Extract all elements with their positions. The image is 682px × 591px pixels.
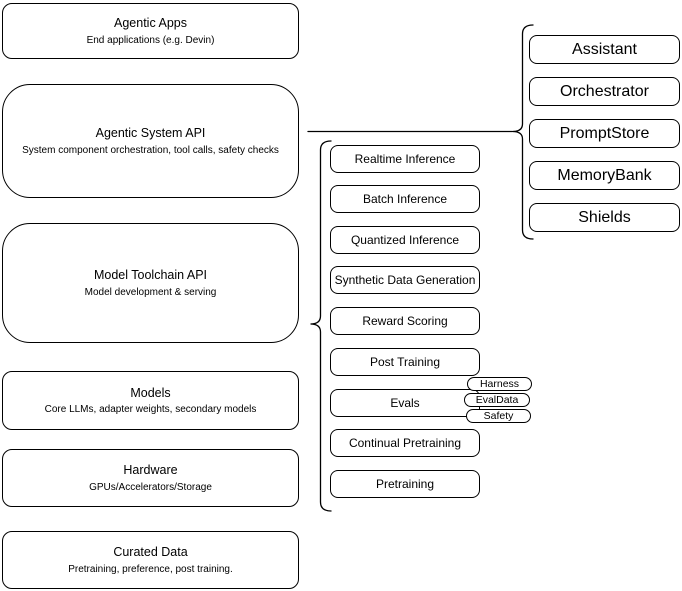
layer-box-hardware: Hardware GPUs/Accelerators/Storage [2,449,299,507]
component-label: Shields [578,208,631,226]
pill-harness: Harness [467,377,532,391]
component-promptstore: PromptStore [529,119,680,148]
layer-subtitle: GPUs/Accelerators/Storage [89,481,212,493]
layer-box-model-toolchain-api: Model Toolchain API Model development & … [2,223,299,343]
layer-box-models: Models Core LLMs, adapter weights, secon… [2,371,299,430]
node-label: Continual Pretraining [348,436,462,450]
layer-title: Agentic Apps [114,16,187,31]
component-memorybank: MemoryBank [529,161,680,190]
layer-title: Curated Data [113,545,188,560]
pill-evaldata: EvalData [464,393,530,407]
layer-subtitle: Model development & serving [84,286,217,298]
component-label: PromptStore [559,124,650,142]
layer-box-curated-data: Curated Data Pretraining, preference, po… [2,531,299,589]
node-label: Pretraining [375,477,435,491]
node-synthetic-data-generation: Synthetic Data Generation [330,266,480,294]
pill-label: Safety [483,409,514,422]
pill-label: EvalData [475,393,519,406]
component-assistant: Assistant [529,35,680,64]
layer-subtitle: System component orchestration, tool cal… [22,144,279,156]
layer-subtitle: Pretraining, preference, post training. [68,563,233,575]
layer-title: Hardware [123,463,178,478]
node-label: Realtime Inference [354,152,456,166]
component-label: Orchestrator [560,82,649,100]
components-brace [512,24,534,240]
node-label: Batch Inference [362,192,448,206]
node-quantized-inference: Quantized Inference [330,226,480,254]
node-post-training: Post Training [330,348,480,376]
component-shields: Shields [529,203,680,232]
node-reward-scoring: Reward Scoring [330,307,480,335]
node-label: Quantized Inference [350,233,460,247]
node-label: Post Training [369,355,441,369]
layer-subtitle: End applications (e.g. Devin) [86,34,215,46]
component-orchestrator: Orchestrator [529,77,680,106]
node-pretraining: Pretraining [330,470,480,498]
component-label: Assistant [572,40,637,58]
layer-title: Agentic System API [95,126,206,141]
node-label: Evals [390,396,420,410]
component-label: MemoryBank [557,166,652,184]
node-batch-inference: Batch Inference [330,185,480,213]
node-evals: Evals [330,389,480,417]
node-realtime-inference: Realtime Inference [330,145,480,173]
pill-safety: Safety [466,409,531,423]
layer-box-agentic-system-api: Agentic System API System component orch… [2,84,299,198]
node-label: Reward Scoring [362,314,448,328]
layer-box-agentic-apps: Agentic Apps End applications (e.g. Devi… [2,3,299,59]
layer-title: Models [130,385,171,400]
node-label: Synthetic Data Generation [334,273,476,287]
node-continual-pretraining: Continual Pretraining [330,429,480,457]
layer-title: Model Toolchain API [93,268,208,283]
pill-label: Harness [479,377,520,390]
layer-subtitle: Core LLMs, adapter weights, secondary mo… [44,404,257,416]
toolchain-brace [310,140,332,512]
